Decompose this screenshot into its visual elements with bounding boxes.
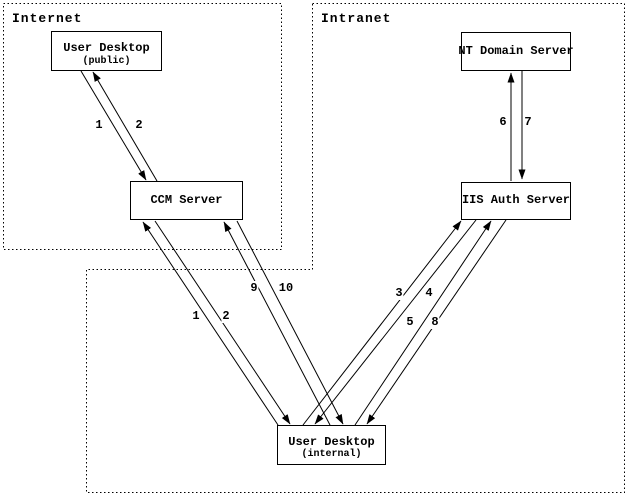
node-user-desktop-public-sublabel: (public) xyxy=(82,55,131,67)
intranet-region-border xyxy=(86,3,625,493)
node-nt-domain-server-label: NT Domain Server xyxy=(458,43,574,58)
internet-region-border xyxy=(3,3,282,250)
edge-label-5: 5 xyxy=(405,315,415,329)
node-user-desktop-public: User Desktop (public) xyxy=(51,31,162,71)
edge-2-ccm-to-public-desktop xyxy=(92,71,158,182)
node-iis-auth-server: IIS Auth Server xyxy=(461,182,571,220)
edge-10-ccm-to-internal-desktop xyxy=(236,220,344,425)
edge-label-4: 4 xyxy=(424,286,434,300)
edge-label-2-public: 2 xyxy=(134,118,144,132)
edge-label-6: 6 xyxy=(498,115,508,129)
node-nt-domain-server: NT Domain Server xyxy=(458,32,574,71)
node-ccm-server-label: CCM Server xyxy=(150,192,223,207)
edge-label-1-internal: 1 xyxy=(191,309,201,323)
node-user-desktop-internal: User Desktop (internal) xyxy=(277,425,386,465)
node-iis-auth-server-label: IIS Auth Server xyxy=(461,193,571,208)
edge-label-9: 9 xyxy=(249,281,259,295)
edge-label-10: 10 xyxy=(277,281,295,295)
edge-label-7: 7 xyxy=(523,115,533,129)
edge-label-1-public: 1 xyxy=(94,118,104,132)
node-ccm-server: CCM Server xyxy=(130,181,243,220)
edge-9-internal-desktop-to-ccm xyxy=(223,221,331,426)
intranet-region-label: Intranet xyxy=(321,11,392,26)
edge-label-2-internal: 2 xyxy=(221,309,231,323)
edge-4-iis-to-internal-desktop xyxy=(314,219,477,425)
edge-1-internal-desktop-to-ccm xyxy=(142,221,279,426)
node-user-desktop-public-label: User Desktop xyxy=(63,41,150,56)
edge-1-public-desktop-to-ccm xyxy=(80,70,147,181)
edge-label-3: 3 xyxy=(394,286,404,300)
node-user-desktop-internal-sublabel: (internal) xyxy=(301,449,362,461)
edge-5-internal-desktop-to-iis xyxy=(354,220,492,426)
node-user-desktop-internal-label: User Desktop xyxy=(288,434,375,449)
edge-label-8: 8 xyxy=(430,315,440,329)
internet-region-label: Internet xyxy=(12,11,83,26)
edge-3-internal-desktop-to-iis xyxy=(302,220,462,426)
